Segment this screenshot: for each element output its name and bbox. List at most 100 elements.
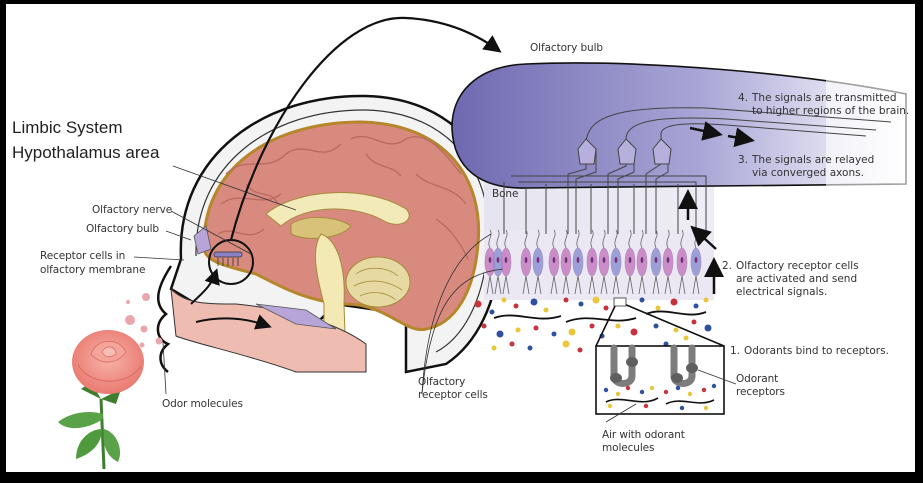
bulb-fade: [826, 59, 915, 194]
receptor-cell: [520, 229, 532, 295]
odorant-molecule: [703, 297, 709, 303]
odorant-molecule: [551, 331, 557, 337]
odorant-molecule: [533, 325, 539, 331]
receptor-cells: [484, 229, 702, 295]
odorant-molecule: [568, 328, 576, 336]
receptor-cell: [560, 229, 572, 295]
airflow-arrow-back: [195, 314, 272, 330]
odorant-molecule: [673, 327, 679, 333]
receptor-cell: [572, 229, 584, 295]
label-olfactory-receptor-cells-line1: Olfactory: [418, 376, 466, 388]
step-4-line2: to higher regions of the brain.: [752, 105, 910, 117]
receptor-cell: [690, 229, 702, 295]
receptor-cell: [676, 229, 688, 295]
zoom-connector-arrow: [229, 16, 502, 241]
label-receptor-cells-line2: olfactory membrane: [40, 264, 146, 276]
odorant-molecule: [496, 330, 504, 338]
step-2-line1: Olfactory receptor cells: [736, 260, 859, 272]
head-cross-section: [156, 94, 503, 374]
odorant-molecule: [703, 405, 709, 411]
receptor-cell: [548, 229, 560, 295]
label-air-line1: Air with odorant: [602, 429, 685, 441]
receptor-cell: [484, 229, 496, 295]
air-flow-waves: [493, 310, 707, 323]
odorant-molecule: [513, 303, 519, 309]
label-odor-molecules: Odor molecules: [162, 398, 243, 410]
odorant-molecule: [474, 300, 482, 308]
step-3-number: 3.: [738, 154, 749, 166]
step-3-line2: via converged axons.: [752, 167, 864, 179]
box-waves: [605, 397, 715, 405]
odorant-molecule: [481, 323, 487, 329]
step-3-line1: The signals are relayed: [752, 154, 875, 166]
receptor-cell: [598, 229, 610, 295]
odorant-molecule: [663, 389, 669, 395]
step-2-line2: are activated and send: [736, 273, 858, 285]
step-3: 3.The signals are relayed via converged …: [738, 154, 874, 180]
receptor-cell: [586, 229, 598, 295]
corpus-callosum: [265, 192, 410, 227]
odorant-molecule: [530, 298, 538, 306]
odorant-molecule: [589, 323, 595, 329]
odorant-molecule: [653, 323, 659, 329]
odorant-molecule: [563, 297, 569, 303]
odorant-molecule: [701, 387, 707, 393]
odorant-molecule: [691, 319, 697, 325]
odorant-molecule: [603, 305, 609, 311]
odorant-molecule: [603, 387, 609, 393]
step-1-number: 1.: [730, 345, 741, 357]
step-4-number: 4.: [738, 92, 749, 104]
cerebellum-folia: [353, 267, 403, 301]
receptor-cell: [500, 229, 512, 295]
odorant-molecule: [711, 383, 717, 389]
nose-profile: [156, 265, 173, 373]
right-leader-lines: [421, 233, 737, 423]
receptor-bands: [610, 357, 698, 383]
odorant-molecule: [643, 403, 649, 409]
odorant-molecule: [639, 297, 645, 303]
odorant-molecule: [491, 345, 497, 351]
glomeruli: [577, 138, 672, 165]
odorant-molecule: [683, 335, 689, 341]
step-4-line1: The signals are transmitted: [752, 92, 897, 104]
odorant-molecule: [693, 303, 699, 309]
left-leader-lines: [133, 165, 297, 395]
label-olfactory-receptor-cells-line2: receptor cells: [418, 389, 488, 401]
step-2-line3: electrical signals.: [736, 286, 828, 298]
thalamus: [290, 216, 352, 239]
step-2-number: 2.: [722, 260, 733, 272]
odorant-molecule: [630, 328, 638, 336]
odorant-molecule: [625, 385, 631, 391]
label-hypothalamus-area: Hypothalamus area: [12, 143, 160, 162]
label-bone: Bone: [492, 188, 519, 200]
odorant-molecule: [655, 305, 661, 311]
label-air-line2: molecules: [602, 442, 655, 454]
odorant-molecule: [577, 347, 583, 353]
step-1-line1: Odorants bind to receptors.: [744, 345, 889, 357]
odorant-molecule: [527, 345, 533, 351]
receptor-fibers-small: [217, 258, 239, 266]
odorant-molecule: [515, 327, 521, 333]
olfactory-bulb-small: [213, 251, 243, 258]
receptor-cell: [662, 229, 674, 295]
receptor-cell: [650, 229, 662, 295]
odorant-molecule: [607, 403, 613, 409]
odorant-molecule: [687, 391, 693, 397]
sinus-purple: [193, 225, 212, 255]
sinus-purple-2: [255, 303, 337, 330]
olfaction-diagram: Limbic System Hypothalamus area Olfactor…: [6, 4, 915, 472]
olfactory-bulb-shape: [451, 62, 907, 189]
odorant-molecule: [704, 324, 712, 332]
step-1: 1.Odorants bind to receptors.: [730, 345, 889, 358]
cerebellum: [345, 256, 411, 308]
label-limbic-system: Limbic System: [12, 118, 123, 137]
odorant-molecule: [679, 405, 685, 411]
odorant-molecule: [615, 323, 621, 329]
odor-molecule-dots: [125, 293, 163, 348]
odorant-molecule: [592, 296, 600, 304]
odorant-molecule: [639, 389, 645, 395]
odorant-molecule: [670, 298, 678, 306]
label-receptor-cells-line1: Receptor cells in: [40, 250, 126, 262]
odorant-molecule: [543, 307, 549, 313]
nasal-cavity: [170, 287, 367, 373]
